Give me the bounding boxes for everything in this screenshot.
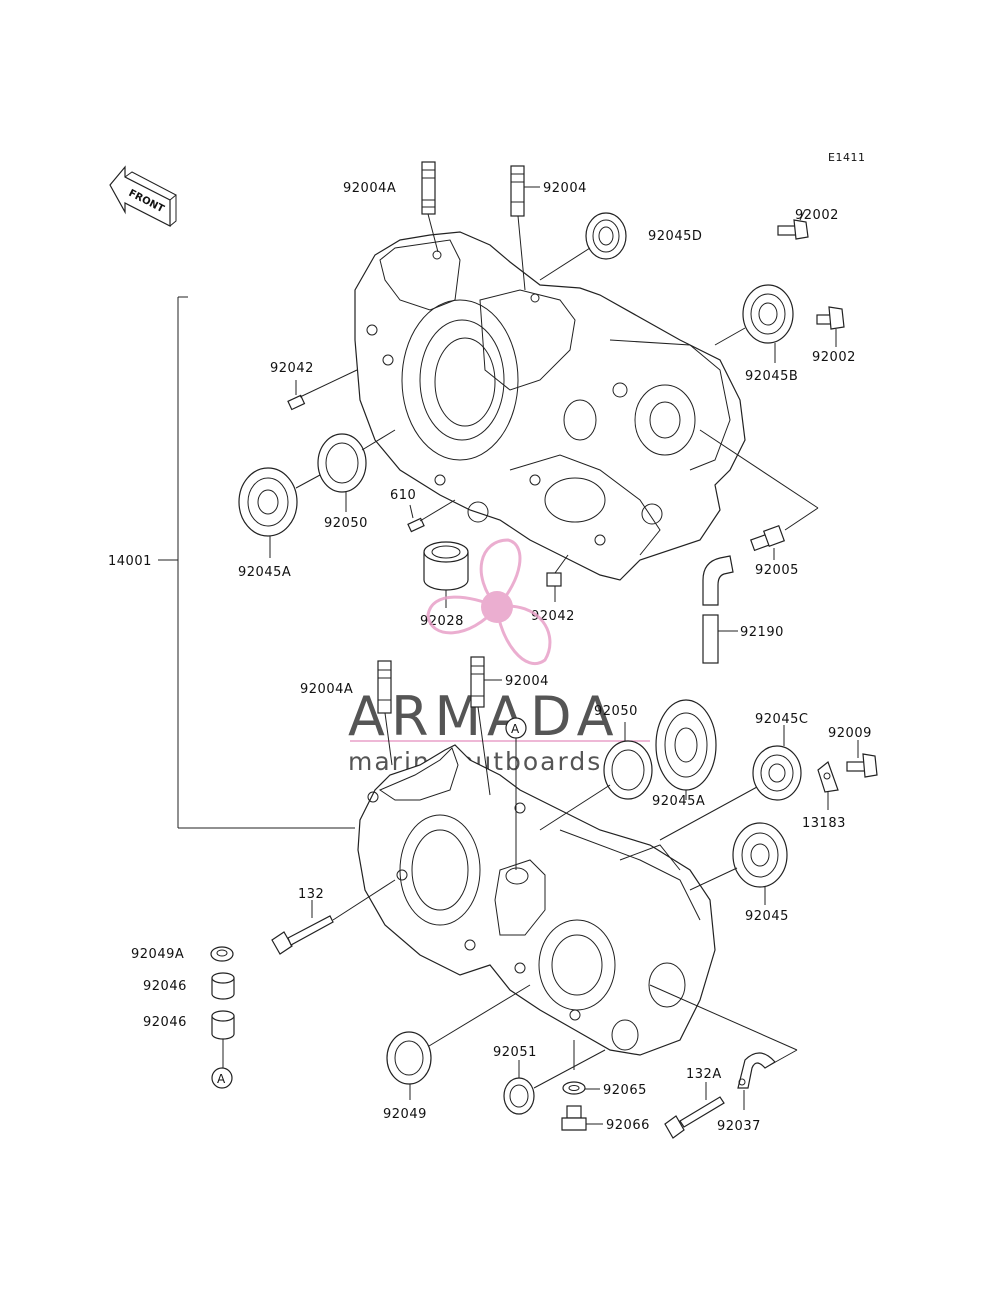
bushing-92028 xyxy=(423,541,469,608)
label-92046-b: 92046 xyxy=(143,1015,187,1030)
pin-610 xyxy=(407,499,456,533)
label-92002-middle: 92002 xyxy=(812,350,856,365)
bolt-132 xyxy=(271,879,396,955)
oil-seal-92050-lower xyxy=(539,722,653,831)
label-92045B: 92045B xyxy=(745,369,798,384)
label-92045D: 92045D xyxy=(648,229,702,244)
drain-plug-92066 xyxy=(561,1105,603,1131)
bearing-92045D xyxy=(539,212,627,281)
label-92009: 92009 xyxy=(828,726,872,741)
svg-text:A: A xyxy=(511,722,520,736)
dowel-92042-middle xyxy=(546,554,569,602)
upper-crankcase-half xyxy=(354,231,746,581)
oil-seal-92050-upper xyxy=(317,429,396,512)
label-92050-lower: 92050 xyxy=(594,704,638,719)
washer-92049A xyxy=(210,946,234,962)
label-92004A-upper: 92004A xyxy=(343,181,396,196)
bolt-92009 xyxy=(846,740,878,778)
collar-92046-b xyxy=(211,1010,235,1068)
plate-13183 xyxy=(817,761,839,810)
label-92028: 92028 xyxy=(420,614,464,629)
stud-92004-upper xyxy=(510,165,540,291)
stud-92004A-upper xyxy=(421,161,439,253)
label-14001: 14001 xyxy=(108,554,152,569)
bearing-92045A-upper xyxy=(238,467,321,558)
reference-marker-a-lower: A xyxy=(211,1067,233,1089)
label-132: 132 xyxy=(298,887,324,902)
front-arrow-icon: FRONT xyxy=(109,165,177,227)
label-13183: 13183 xyxy=(802,816,846,831)
oil-seal-92049 xyxy=(386,984,531,1100)
hose-92190 xyxy=(702,555,738,664)
propeller-logo-icon xyxy=(426,538,552,666)
label-92004-lower: 92004 xyxy=(505,674,549,689)
label-92051: 92051 xyxy=(493,1045,537,1060)
dowel-92042-upper xyxy=(287,369,358,411)
collar-92046-a xyxy=(211,972,235,1000)
svg-text:A: A xyxy=(217,1072,226,1086)
clamp-92037 xyxy=(649,984,798,1110)
bolt-92002-upper xyxy=(777,209,809,240)
label-610: 610 xyxy=(390,488,416,503)
diagram-code: E1411 xyxy=(828,151,865,164)
stud-92004-lower xyxy=(470,656,502,796)
bearing-92045A-lower xyxy=(655,699,717,800)
bolt-92002-middle xyxy=(816,306,845,347)
lower-crankcase-half xyxy=(357,744,716,1056)
label-92045: 92045 xyxy=(745,909,789,924)
label-92042-upper: 92042 xyxy=(270,361,314,376)
label-92004A-lower: 92004A xyxy=(300,682,353,697)
label-92046-a: 92046 xyxy=(143,979,187,994)
label-92066: 92066 xyxy=(606,1118,650,1133)
label-92045C: 92045C xyxy=(755,712,808,727)
label-92049A: 92049A xyxy=(131,947,184,962)
bearing-92045C xyxy=(659,725,802,841)
fitting-92005 xyxy=(699,429,819,560)
bolt-132A xyxy=(664,1082,725,1139)
label-92037: 92037 xyxy=(717,1119,761,1134)
label-132A: 132A xyxy=(686,1067,722,1082)
label-92002-upper: 92002 xyxy=(795,208,839,223)
washer-92065 xyxy=(562,1040,600,1095)
label-92049: 92049 xyxy=(383,1107,427,1122)
oil-seal-92051 xyxy=(503,1049,606,1115)
label-92050-upper: 92050 xyxy=(324,516,368,531)
label-92045A-upper: 92045A xyxy=(238,565,291,580)
bearing-92045 xyxy=(689,822,788,905)
label-92004-upper: 92004 xyxy=(543,181,587,196)
label-92045A-lower: 92045A xyxy=(652,794,705,809)
stud-92004A-lower xyxy=(377,660,393,766)
bearing-92045B xyxy=(714,284,794,363)
label-92065: 92065 xyxy=(603,1083,647,1098)
crankcase-bracket xyxy=(158,296,355,829)
label-92190: 92190 xyxy=(740,625,784,640)
label-92005: 92005 xyxy=(755,563,799,578)
reference-marker-a-upper: A xyxy=(505,717,527,870)
